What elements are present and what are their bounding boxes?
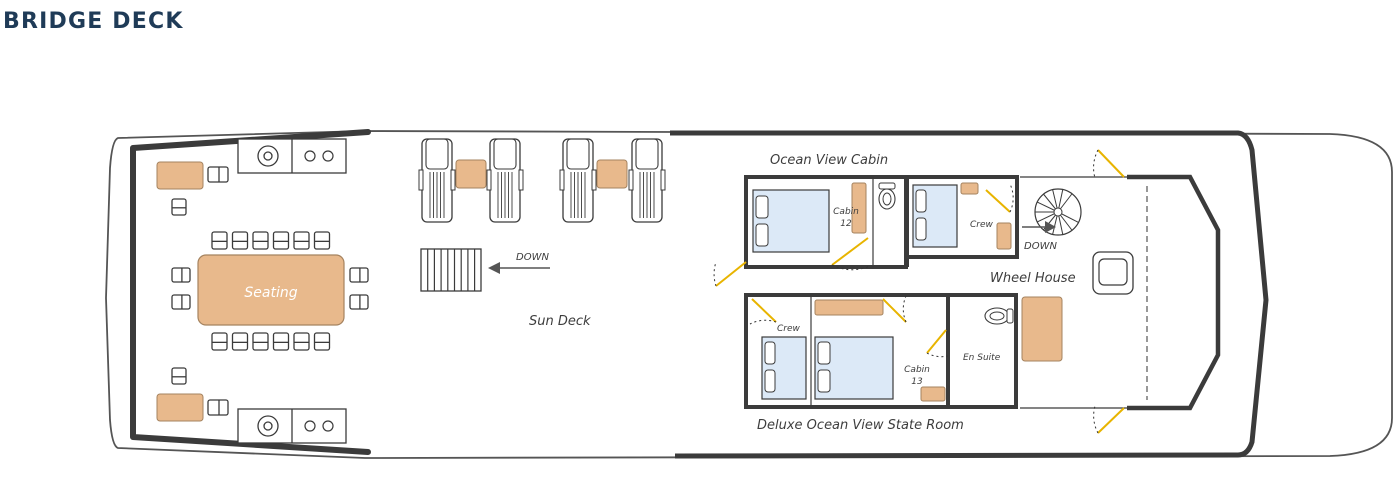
arrow-right-icon (1022, 221, 1056, 233)
chair-icon (171, 267, 191, 283)
dining-table (197, 254, 345, 326)
chair-icon (207, 166, 229, 183)
helm-chair-icon (1092, 251, 1134, 295)
stove-icon (257, 145, 279, 167)
cabin12-label-line2: 12 (840, 219, 852, 229)
wheel-house-label: Wheel House (990, 271, 1076, 286)
bed-icon (752, 189, 830, 253)
side-table-icon (596, 159, 628, 189)
chair-icon (313, 332, 331, 351)
doors (713, 149, 1125, 434)
chairs (171, 166, 369, 416)
upper-cabins: Ocean View Cabin Cabin 12 Crew (744, 153, 1019, 269)
lounge-chair-icon (418, 138, 456, 223)
door-icon (882, 295, 907, 323)
spiral-staircase-icon (1034, 188, 1082, 236)
bed-icon (912, 184, 958, 248)
sun-deck: DOWN Sun Deck (418, 138, 666, 329)
toilet-icon (984, 307, 1014, 325)
side-table-icon (156, 393, 204, 422)
chair-icon (231, 231, 249, 250)
cabin13-label-line1: Cabin (904, 365, 930, 375)
door-icon (985, 183, 1014, 213)
chair-icon (211, 332, 228, 351)
bbq-unit-bottom (237, 408, 347, 444)
chair-icon (349, 267, 369, 283)
down-label-stairs: DOWN (1024, 241, 1057, 252)
chair-icon (171, 294, 191, 310)
side-table-icon (455, 159, 487, 189)
chair-icon (252, 332, 269, 351)
sun-deck-label: Sun Deck (529, 314, 591, 329)
chair-icon (313, 231, 331, 250)
door-icon (1093, 405, 1125, 434)
bed-icon (814, 336, 894, 400)
lounge-chair-icon (486, 138, 524, 223)
arrow-left-icon (488, 262, 550, 274)
bed-icon (761, 336, 807, 400)
deluxe-state-room-label: Deluxe Ocean View State Room (757, 418, 964, 433)
crew-lower-label: Crew (777, 324, 801, 334)
stairs-icon (420, 248, 482, 292)
down-label-aft: DOWN (516, 252, 549, 263)
seating-label: Seating (244, 285, 297, 301)
crew-upper-label: Crew (970, 220, 994, 230)
aft-lounge: Seating (156, 138, 369, 444)
chair-icon (171, 367, 187, 385)
chair-icon (293, 231, 310, 250)
chair-icon (349, 294, 369, 310)
chair-icon (272, 332, 290, 351)
lower-cabins: Crew Cabin 13 En Suite Deluxe Ocean View… (744, 293, 1063, 433)
deck-title: BRIDGE DECK (3, 9, 184, 34)
cabin13-label-line2: 13 (911, 377, 923, 387)
chair-icon (252, 231, 269, 250)
toilet-icon (878, 182, 896, 210)
chair-icon (207, 399, 229, 416)
ocean-view-cabin-label: Ocean View Cabin (770, 153, 888, 168)
bbq-unit-top (237, 138, 347, 174)
lounge-chair-icon (559, 138, 597, 223)
chair-icon (272, 231, 290, 250)
door-icon (926, 329, 949, 358)
en-suite-label: En Suite (963, 353, 1001, 363)
lounge-chair-icon (628, 138, 666, 223)
chair-icon (231, 332, 249, 351)
side-table-icon (156, 161, 204, 190)
chair-icon (293, 332, 310, 351)
cabin12-label-line1: Cabin (833, 207, 859, 217)
door-icon (1093, 149, 1125, 179)
door-icon (713, 261, 747, 287)
door-icon (749, 298, 777, 325)
chair-icon (171, 198, 187, 216)
chair-icon (211, 231, 228, 250)
door-icon (831, 237, 871, 271)
console-table (1021, 296, 1063, 362)
stove-icon (257, 415, 279, 437)
sun-loungers (418, 138, 666, 223)
